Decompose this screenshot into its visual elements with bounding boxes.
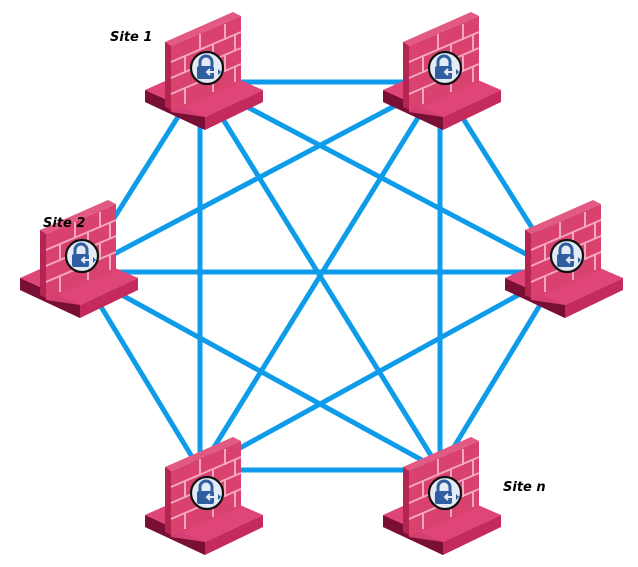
firewall-icon (20, 200, 138, 318)
firewall-icon (145, 437, 263, 555)
firewall-node-site-right (505, 200, 623, 318)
firewall-node-site-bottom-left (145, 437, 263, 555)
vpn-lock-icon (549, 238, 585, 274)
mesh-links (77, 79, 563, 473)
firewall-node-site-2 (20, 200, 138, 318)
link-site-2-to-site-n (78, 269, 442, 473)
vpn-lock-icon (64, 238, 100, 274)
firewall-node-site-n (383, 437, 501, 555)
vpn-lock-icon (427, 475, 463, 511)
firewall-icon (383, 12, 501, 130)
site-nodes (20, 12, 623, 555)
link-site-right-to-site-bottom-left (198, 269, 562, 473)
firewall-icon (505, 200, 623, 318)
firewall-icon (145, 12, 263, 130)
site-label-site-n: Site n (503, 480, 546, 495)
firewall-node-site-1 (145, 12, 263, 130)
vpn-lock-icon (427, 50, 463, 86)
vpn-lock-icon (189, 475, 225, 511)
vpn-lock-icon (189, 50, 225, 86)
site-label-site-1: Site 1 (110, 30, 153, 45)
firewall-node-site-top-right (383, 12, 501, 130)
firewall-icon (383, 437, 501, 555)
link-site-top-right-to-site-2 (78, 79, 442, 275)
link-site-top-right-to-site-bottom-left (197, 80, 443, 472)
site-label-site-2: Site 2 (43, 216, 86, 231)
